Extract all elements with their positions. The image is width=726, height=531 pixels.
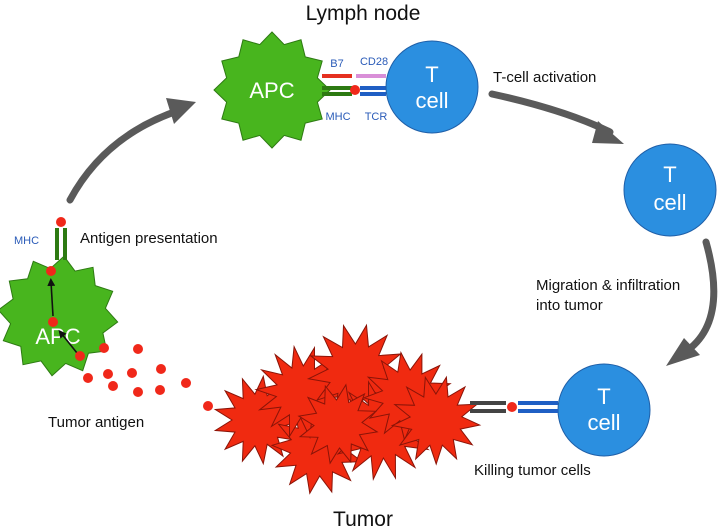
uptake-arrow	[58, 329, 78, 354]
migration-label-1: Migration & infiltration	[536, 277, 680, 294]
killing-tcr-bar-bottom	[518, 409, 558, 413]
mhc-left-antigen	[56, 217, 66, 227]
t-cell-top	[385, 40, 479, 134]
t-cell-activation-label: T-cell activation	[493, 69, 596, 86]
tumor-mhc-bar-bottom	[470, 409, 506, 413]
mhc-label-top: MHC	[325, 111, 350, 123]
tumor-title: Tumor	[333, 508, 393, 531]
apc-cell-left	[0, 255, 119, 377]
arrow-head-3	[666, 338, 700, 366]
t-cell-top-label-1: T	[425, 62, 438, 87]
presented-antigen-dot	[350, 85, 360, 95]
processing-arrow-up	[47, 278, 56, 317]
arrow-activation	[488, 90, 614, 136]
apc-top-label: APC	[249, 78, 294, 103]
tumor-antigen-dots	[75, 343, 213, 411]
lymph-node-title: Lymph node	[306, 2, 421, 25]
cd28-bar	[356, 74, 386, 78]
mhc-left-label: MHC	[14, 235, 39, 247]
t-cell-bottom-label-2: cell	[587, 410, 620, 435]
mhc-bar-top	[322, 86, 352, 90]
tumor-antigen-label: Tumor antigen	[48, 414, 144, 431]
antigen-presentation-label: Antigen presentation	[80, 230, 218, 247]
apc-left-label: APC	[35, 324, 80, 349]
internal-antigen-1	[46, 266, 56, 276]
mhc-left-bar-2	[63, 228, 67, 260]
killing-antigen-dot	[507, 402, 517, 412]
t-cell-top-label-2: cell	[415, 88, 448, 113]
cd28-label: CD28	[360, 56, 388, 68]
b7-bar	[322, 74, 352, 78]
tcr-bar-top	[360, 86, 386, 90]
t-cell-bottom-label-1: T	[597, 384, 610, 409]
mhc-left-bar-1	[55, 228, 59, 260]
killing-tcr-bar-top	[518, 401, 558, 405]
arrow-head-2	[592, 121, 624, 144]
t-cell-right-label-1: T	[663, 162, 676, 187]
arrow-presentation-to-lymph-node	[66, 106, 184, 204]
migration-label-2: into tumor	[536, 297, 603, 314]
killing-label: Killing tumor cells	[474, 462, 591, 479]
b7-label: B7	[330, 58, 343, 70]
arrow-head-1	[166, 98, 196, 124]
tcr-label: TCR	[365, 111, 388, 123]
internal-antigen-2	[48, 317, 58, 327]
tumor-mass	[213, 323, 482, 495]
arrow-migration	[684, 238, 718, 354]
tcr-bar-bottom	[360, 92, 386, 96]
t-cell-right	[623, 143, 717, 237]
apc-cell-top	[213, 31, 331, 149]
tumor-mhc-bar-top	[470, 401, 506, 405]
tumor-cell	[297, 383, 379, 465]
t-cell-right-label-2: cell	[653, 190, 686, 215]
mhc-bar-bottom	[322, 92, 352, 96]
